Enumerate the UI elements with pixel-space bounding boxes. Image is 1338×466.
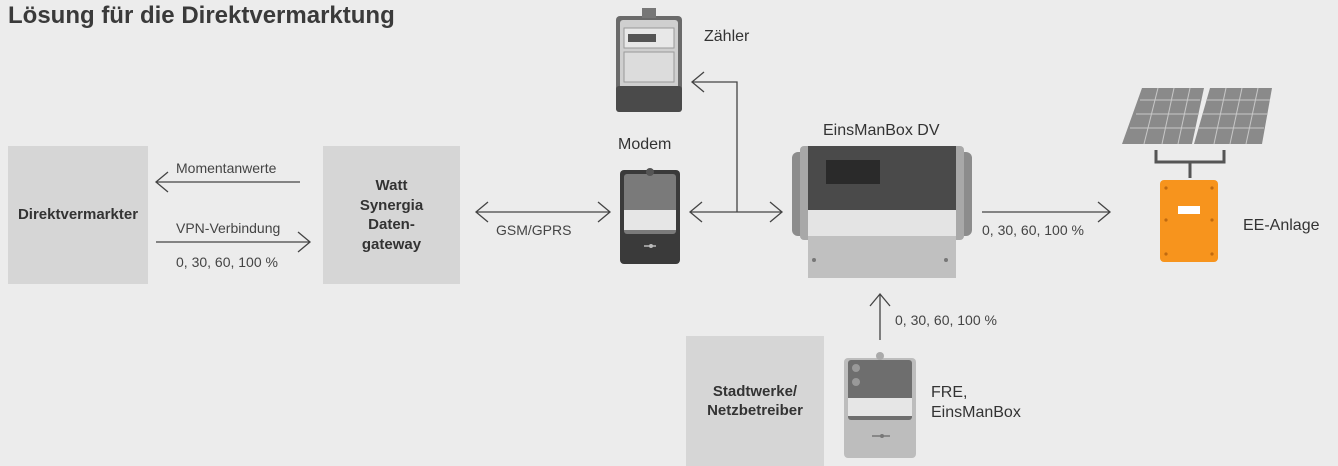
vpn-values-label: 0, 30, 60, 100 % xyxy=(176,254,278,270)
gsm-label: GSM/GPRS xyxy=(496,222,572,238)
zaehler-device xyxy=(616,8,682,112)
inverter-device xyxy=(1160,180,1218,262)
modem-label: Modem xyxy=(618,136,672,153)
momentanwerte-label: Momentanwerte xyxy=(176,160,277,176)
gateway-box: Watt Synergia Daten- gateway xyxy=(323,146,460,284)
stadtwerke-label: Stadtwerke/ Netzbetreiber xyxy=(707,382,803,420)
einsmanbox-device xyxy=(792,146,972,278)
solar-panels xyxy=(1122,87,1272,178)
stadtwerke-box: Stadtwerke/ Netzbetreiber xyxy=(686,336,824,466)
modem-device xyxy=(620,168,680,264)
einsmanbox-dv-label: EinsManBox DV xyxy=(823,122,940,139)
ee-anlage-label: EE-Anlage xyxy=(1243,217,1320,234)
zaehler-label: Zähler xyxy=(704,28,750,45)
fre-device xyxy=(844,352,916,458)
direktvermarkter-box: Direktvermarkter xyxy=(8,146,148,284)
direktvermarkter-label: Direktvermarkter xyxy=(17,206,139,224)
from-fre-values-label: 0, 30, 60, 100 % xyxy=(895,312,997,328)
gateway-label: Watt Synergia Daten- gateway xyxy=(359,177,424,253)
vpn-label: VPN-Verbindung xyxy=(176,220,281,236)
page-title: Lösung für die Direktvermarktung xyxy=(8,2,395,29)
to-ee-values-label: 0, 30, 60, 100 % xyxy=(982,222,1084,238)
fre-label: FRE, EinsManBox xyxy=(931,384,1021,421)
